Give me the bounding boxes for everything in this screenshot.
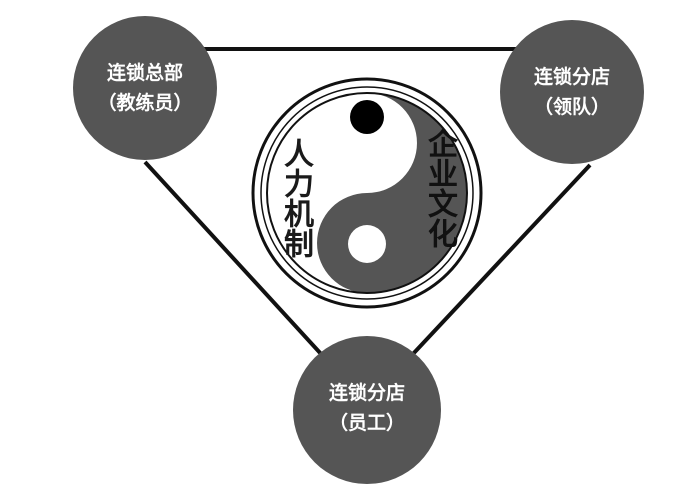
node-bottom-label: 连锁分店 （员工） [297,378,437,438]
yin-yang-inner-boundary [266,92,468,294]
node-top-right-circle [500,20,644,164]
yin-yang-symbol [251,77,483,309]
node-bottom-line2: （员工） [328,412,405,434]
line-left [143,160,324,357]
node-top-left-label: 连锁总部 （教练员） [75,58,215,118]
center-left-text: 人力机制 [278,138,313,258]
yin-dot [348,225,386,263]
yang-dot [350,100,384,134]
center-right-text: 企业文化 [422,128,457,248]
node-bottom-line1: 连锁分店 [328,382,405,404]
node-top-left-line2: （教练员） [97,92,193,114]
connector-lines [143,47,592,357]
line-right [410,163,592,357]
node-top-right-line1: 连锁分店 [533,66,610,88]
node-top-left-circle [73,16,217,160]
node-top-right-line2: （领队） [533,96,610,118]
node-top-left-line1: 连锁总部 [106,62,183,84]
node-top-right-label: 连锁分店 （领队） [502,62,642,122]
node-bottom-circle [293,336,441,484]
